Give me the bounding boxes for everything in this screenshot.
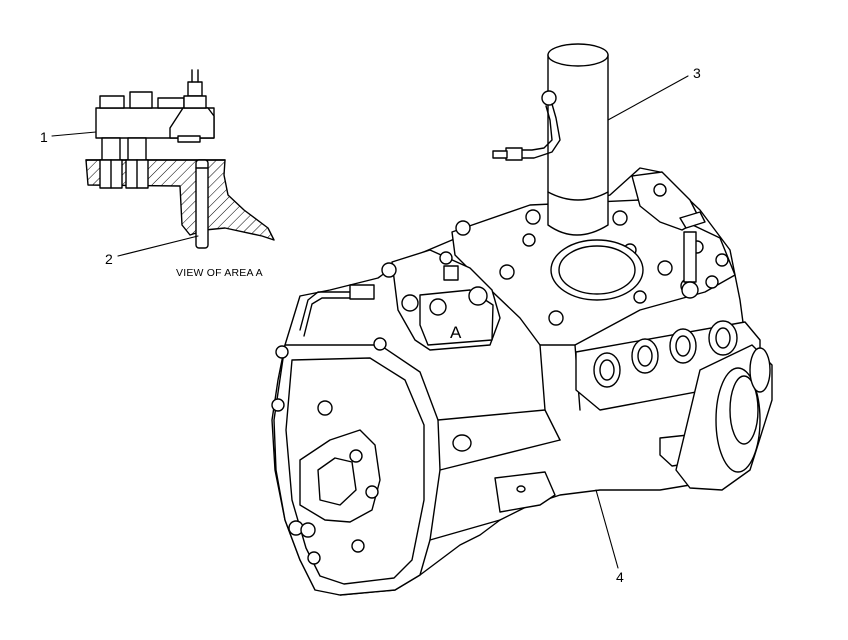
fuel-pump-assembly: A: [271, 43, 773, 596]
drive-hub: [675, 344, 773, 491]
leader-lines: [51, 75, 689, 569]
callout-3: 3: [693, 65, 701, 81]
callout-1: 1: [40, 129, 48, 145]
bracket-area-a: A: [381, 249, 501, 351]
area-a-marker: A: [450, 323, 462, 342]
cylinder-tube: [547, 43, 609, 236]
round-cover: [550, 239, 644, 301]
fuel-line: [492, 90, 561, 161]
mounting-foot-left: [494, 471, 556, 513]
side-port: [452, 434, 472, 452]
inset-pin: [195, 159, 209, 249]
governor-bracket: [631, 171, 706, 299]
callout-2: 2: [105, 251, 113, 267]
callout-4: 4: [616, 569, 624, 585]
inset-view-area-a: VIEW OF AREA A: [85, 69, 275, 279]
front-end-plate: [271, 337, 441, 596]
inset-caption: VIEW OF AREA A: [176, 267, 263, 279]
inset-bracket: [95, 69, 215, 189]
